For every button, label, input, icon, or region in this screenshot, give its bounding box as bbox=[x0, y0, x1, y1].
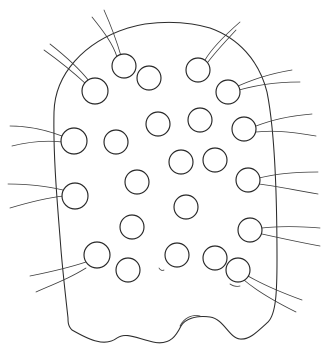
bubble bbox=[188, 108, 212, 132]
bubble bbox=[84, 242, 110, 268]
bubble bbox=[116, 258, 140, 282]
hair-strand bbox=[244, 280, 296, 312]
bubble bbox=[238, 218, 262, 242]
hair-strand bbox=[92, 17, 117, 57]
hair-strand bbox=[256, 114, 312, 126]
hair-strand bbox=[30, 262, 86, 276]
hair-strand bbox=[259, 172, 318, 178]
hair-strand bbox=[262, 227, 320, 229]
hair-strand bbox=[256, 131, 316, 136]
bubble bbox=[203, 246, 227, 270]
hair-strand bbox=[50, 44, 89, 81]
bubble bbox=[236, 168, 260, 192]
hair-strand bbox=[248, 276, 302, 300]
hair-strand bbox=[10, 196, 63, 208]
bubble bbox=[146, 112, 170, 136]
hair-strand bbox=[239, 82, 300, 90]
bubble bbox=[165, 243, 189, 267]
hair-strand bbox=[44, 50, 86, 84]
bubble bbox=[62, 183, 88, 209]
bubble bbox=[61, 128, 87, 154]
hair-strand bbox=[259, 184, 318, 194]
stray-mark bbox=[159, 268, 164, 270]
hair-strand bbox=[262, 234, 320, 246]
bubbles bbox=[61, 54, 262, 282]
bubble bbox=[112, 54, 136, 78]
bubble bbox=[226, 258, 250, 282]
bubble bbox=[120, 215, 144, 239]
hair-strand bbox=[208, 30, 236, 62]
hair-strand bbox=[36, 268, 86, 292]
bubble bbox=[137, 66, 161, 90]
bubble bbox=[82, 78, 108, 104]
bubble bbox=[104, 130, 128, 154]
hair-strand bbox=[104, 10, 121, 56]
bubble bbox=[186, 58, 210, 82]
bubble bbox=[216, 80, 240, 104]
bubble bbox=[125, 170, 149, 194]
bubble bbox=[174, 195, 198, 219]
bubble bbox=[203, 148, 227, 172]
bubble bbox=[169, 150, 193, 174]
hair-strand bbox=[8, 184, 63, 190]
stray-mark bbox=[230, 284, 240, 286]
bubble bbox=[232, 117, 256, 141]
